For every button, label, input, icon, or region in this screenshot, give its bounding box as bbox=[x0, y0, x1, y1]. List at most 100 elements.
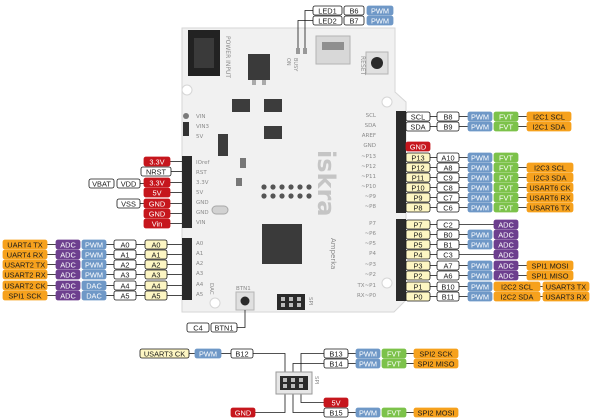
mounting-hole bbox=[381, 277, 393, 289]
spi-ck-mode-bg bbox=[194, 348, 222, 359]
spi-b14-fvt-bg bbox=[381, 358, 407, 369]
usb-port bbox=[322, 42, 344, 50]
i2c-fvt-1-bg bbox=[493, 121, 519, 132]
p1-board-label: TX~P1 bbox=[356, 283, 376, 289]
i2c-pwm-0-bg bbox=[467, 111, 493, 122]
lower-adc-5-bg bbox=[493, 270, 519, 281]
right-gnd: GND bbox=[405, 141, 431, 152]
gnd-board-label: GND bbox=[363, 143, 376, 149]
analog-pin-0-text: A0 bbox=[151, 241, 160, 250]
power-vin-text: Vin bbox=[152, 220, 163, 229]
lower-func-5-text: SPI1 MISO bbox=[532, 272, 569, 281]
analog-func-5-text: SPI1 SCK bbox=[8, 292, 41, 301]
analog-port-5-text: A5 bbox=[120, 292, 129, 301]
lower-pwm-2-text: PWM bbox=[471, 241, 489, 250]
digital-pin-5-text: P8 bbox=[413, 204, 422, 213]
spi-board-label: SPI bbox=[307, 297, 313, 306]
spi-b14-func-bg bbox=[413, 358, 459, 369]
analog-func-3: USART2 RX bbox=[2, 269, 48, 280]
analog-func-0: UART4 TX bbox=[2, 239, 48, 250]
spi-b13-func: SPI2 SCK bbox=[413, 348, 459, 359]
i2c-pwm-1: PWM bbox=[467, 121, 493, 132]
icsp-holes bbox=[261, 184, 312, 199]
btn1-button-cap[interactable] bbox=[240, 296, 250, 306]
i2c-fvt-1: FVT bbox=[493, 121, 519, 132]
analog-adc-1-bg bbox=[55, 249, 81, 260]
digital-pin-2: P11 bbox=[405, 172, 431, 183]
spi-b13-fvt: FVT bbox=[381, 348, 407, 359]
digital-pwm-0-text: PWM bbox=[471, 154, 489, 163]
digital-pwm-2: PWM bbox=[467, 172, 493, 183]
spi-gnd: GND bbox=[230, 407, 256, 418]
lower-adc-0: ADC bbox=[493, 219, 519, 230]
spi-b15-func-bg bbox=[413, 407, 459, 418]
reset-button-cap[interactable] bbox=[371, 57, 383, 69]
lower-pwm-7-text: PWM bbox=[471, 293, 489, 302]
a1-board-label: A1 bbox=[196, 251, 203, 257]
a3-board-label: A3 bbox=[196, 271, 204, 277]
led-port-0-bg bbox=[343, 5, 365, 16]
led-port-1-text: B7 bbox=[349, 17, 358, 26]
analog-mode-5-bg bbox=[81, 290, 107, 301]
lower-port-5-bg bbox=[436, 270, 460, 281]
brand: Amperka bbox=[329, 238, 337, 269]
digital-func-3-bg bbox=[526, 182, 574, 193]
lower-adc-4: ADC bbox=[493, 260, 519, 271]
analog-adc-5-text: ADC bbox=[60, 292, 76, 301]
i2c-pwm-0-text: PWM bbox=[471, 113, 489, 122]
i2c-port-1-text: B9 bbox=[443, 123, 452, 132]
left-header-strip bbox=[182, 156, 192, 300]
spi-ck-mode: PWM bbox=[194, 348, 222, 359]
lower-pin-1: P6 bbox=[405, 229, 431, 240]
digital-pwm-3-bg bbox=[467, 182, 493, 193]
lower-func-4-text: SPI1 MOSI bbox=[532, 262, 569, 271]
lower-pin-7-bg bbox=[405, 291, 431, 302]
analog-port-2-bg bbox=[113, 259, 137, 270]
analog-mode-2-text: PWM bbox=[85, 261, 103, 270]
digital-fvt-2: FVT bbox=[493, 172, 519, 183]
digital-pwm-3: PWM bbox=[467, 182, 493, 193]
spi-gnd-line bbox=[255, 390, 286, 413]
digital-func-4-text: USART6 RX bbox=[529, 194, 570, 203]
analog-func-4-bg bbox=[2, 280, 48, 291]
analog-mode-1: PWM bbox=[81, 249, 107, 260]
btn-line bbox=[237, 310, 246, 328]
analog-port-5-bg bbox=[113, 290, 137, 301]
digital-pwm-2-text: PWM bbox=[471, 174, 489, 183]
power-5v-bg bbox=[143, 187, 171, 198]
analog-pin-5-text: A5 bbox=[151, 292, 160, 301]
lower-pwm-6: PWM bbox=[467, 281, 493, 292]
led1-component bbox=[296, 48, 300, 54]
a0-board-label: A0 bbox=[196, 241, 204, 247]
digital-port-3-text: C8 bbox=[443, 184, 452, 193]
spi-b13-port-text: B13 bbox=[329, 350, 342, 359]
spi-5v-bg bbox=[323, 397, 349, 408]
led-mode-0-text: PWM bbox=[371, 7, 389, 16]
analog-func-2-bg bbox=[2, 259, 48, 270]
analog-adc-0-bg bbox=[55, 239, 81, 250]
analog-func-4-text: USART2 CK bbox=[4, 282, 45, 291]
digital-pwm-5: PWM bbox=[467, 202, 493, 213]
digital-func-3: USART6 CK bbox=[526, 182, 574, 193]
lower-port-7: B11 bbox=[436, 291, 460, 302]
lower-pin-6: P1 bbox=[405, 281, 431, 292]
lower-adc-2-text: ADC bbox=[498, 241, 514, 250]
analog-mode-5-text: DAC bbox=[86, 292, 102, 301]
analog-func-2-text: USART2 TX bbox=[5, 261, 45, 270]
lower-port-4: A7 bbox=[436, 260, 460, 271]
lower-port-2: B1 bbox=[436, 239, 460, 250]
digital-func-4-bg bbox=[526, 192, 574, 203]
i2c-func-0-bg bbox=[526, 111, 572, 122]
p9-board-label: ~P9 bbox=[365, 194, 377, 200]
i2c-fvt-0-text: FVT bbox=[499, 113, 513, 122]
digital-fvt-1: FVT bbox=[493, 162, 519, 173]
digital-fvt-0: FVT bbox=[493, 152, 519, 163]
power-3v3-bg bbox=[143, 156, 171, 167]
analog-adc-4-text: ADC bbox=[60, 282, 76, 291]
btn-port-bg bbox=[186, 322, 210, 333]
led-mode-0-bg bbox=[366, 5, 394, 16]
spi-5v-text: 5V bbox=[331, 399, 340, 408]
analog-func-3-text: USART2 RX bbox=[4, 271, 45, 280]
analog-port-3-bg bbox=[113, 269, 137, 280]
digital-pwm-0: PWM bbox=[467, 152, 493, 163]
